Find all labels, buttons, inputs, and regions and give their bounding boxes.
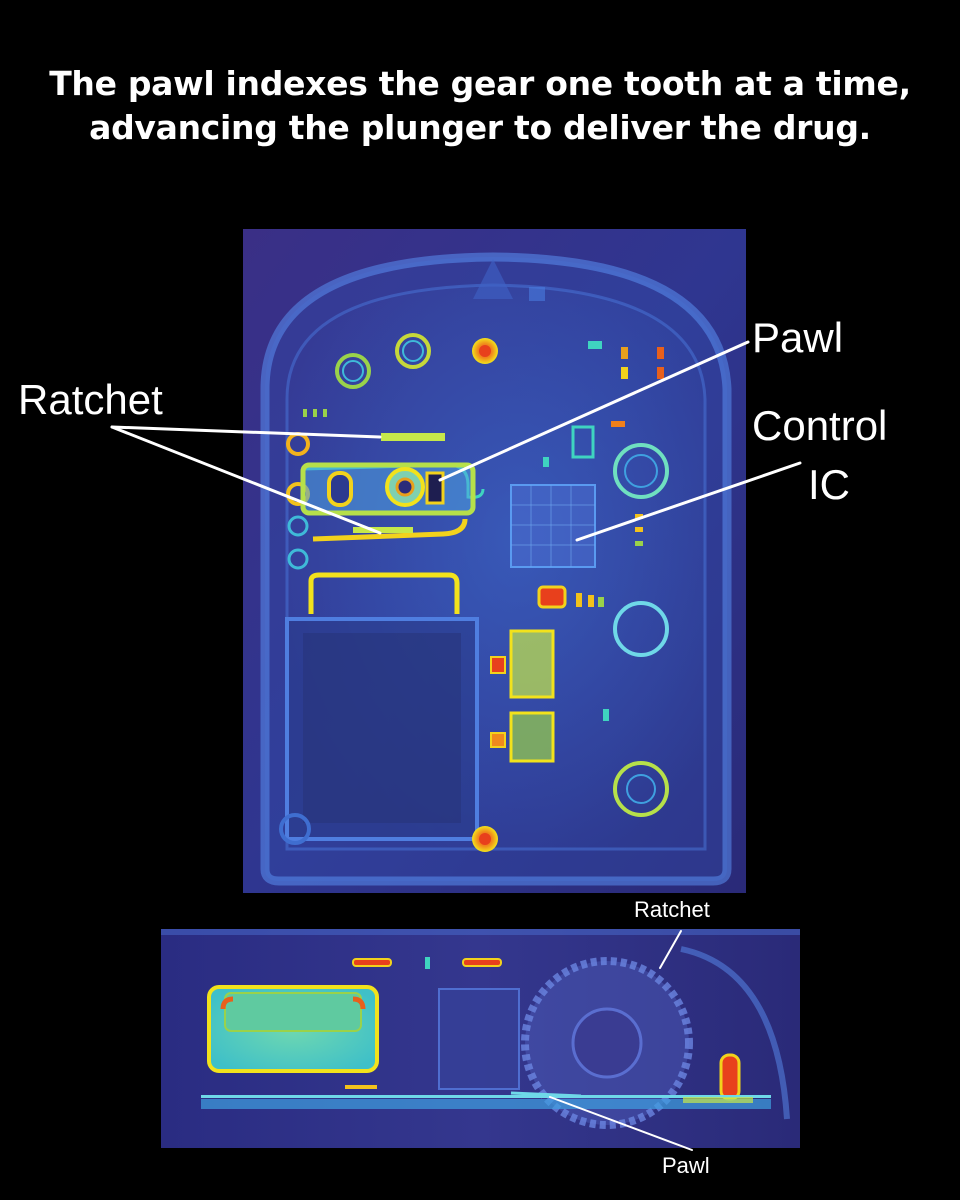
bottom-xray-scan	[161, 929, 800, 1148]
headline-line-2: advancing the plunger to deliver the dru…	[89, 108, 871, 147]
label-ic: IC	[808, 461, 850, 508]
label-ratchet: Ratchet	[18, 376, 163, 423]
label-pawl: Pawl	[752, 314, 844, 361]
label-bottom-ratchet: Ratchet	[634, 897, 710, 922]
headline-line-1: The pawl indexes the gear one tooth at a…	[49, 64, 911, 103]
label-control: Control	[752, 402, 888, 449]
label-bottom-pawl: Pawl	[662, 1153, 710, 1178]
top-xray-scan	[243, 229, 746, 893]
headline: The pawl indexes the gear one tooth at a…	[0, 62, 960, 150]
